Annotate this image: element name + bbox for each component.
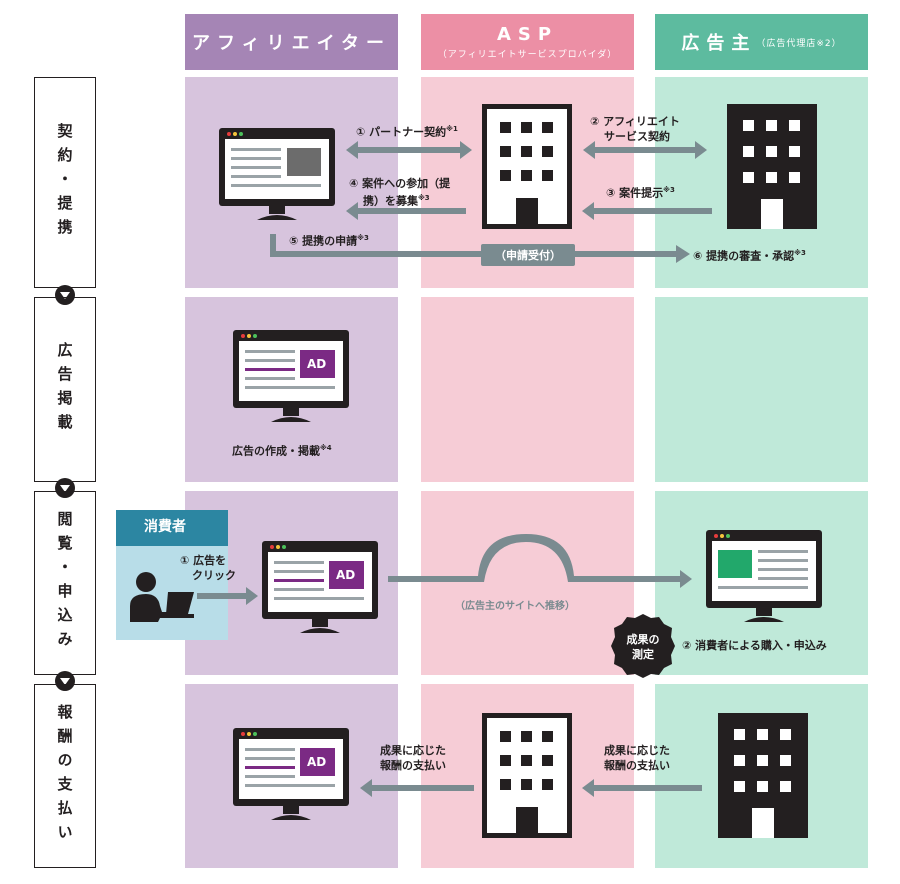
step1-partner-contract: ① パートナー契約※1 [356,125,458,139]
step5-apply: ⑤ 提携の申請※3 [289,234,369,248]
step4-recruit: ④ 案件への参加（提 携）を募集※3 [349,177,451,208]
advertiser-site-monitor-icon [706,530,822,622]
monitor-ad-label: AD [307,755,327,769]
stage-label: 閲覧・申込み [55,511,74,655]
payment-label-asp: 成果に応じた 報酬の支払い [604,744,670,772]
asp-building-icon [482,104,572,229]
arrows-stage4 [360,779,702,797]
advertiser-building-icon [727,104,817,229]
step2-asp-contract: ② アフィリエイト サービス契約 [590,115,680,143]
ad-creation-caption: 広告の作成・掲載※4 [232,444,332,458]
advertiser-building-icon [718,713,808,838]
arrows-stage3 [197,534,692,605]
transition-label: （広告主のサイトへ推移） [455,601,575,612]
ad-monitor-icon [233,330,349,422]
ad-monitor-icon [233,728,349,820]
step3-offer: ③ 案件提示※3 [606,186,675,200]
monitor-ad-label: AD [336,568,356,582]
purchase-label: ② 消費者による購入・申込み [682,639,827,652]
stage-label: 契約・提携 [55,122,74,243]
stage-arrow-icon [55,671,75,691]
column-title: アフィリエイター [192,33,391,54]
column-subtitle: （アフィリエイトサービスプロバイダ） [437,50,618,60]
column-header-asp: ASP （アフィリエイトサービスプロバイダ） [421,14,634,70]
stage-arrow-icon [55,478,75,498]
application-received-badge: （申請受付） [481,244,575,266]
cell-advertiser-stage2 [655,297,868,482]
stage-payment: 報酬の支払い [34,684,96,868]
stage-label: 広告掲載 [55,341,74,438]
cell-asp-stage2 [421,297,634,482]
cell-asp-stage3 [421,491,634,675]
column-subtitle: （広告代理店※2） [756,38,842,49]
stage-label: 報酬の支払い [55,704,74,848]
monitor-ad-label: AD [307,357,327,371]
arrows-stage1 [270,141,712,263]
measurement-label: 成果の 測定 [626,633,660,661]
stage-arrow-icon [55,285,75,305]
column-title: 広告主 [681,33,757,54]
ad-monitor-icon [262,541,378,633]
column-header-affiliate: アフィリエイター [185,14,398,70]
monitor-icon [219,128,335,220]
consumer-title: 消費者 [144,519,186,535]
consumer-box [116,510,228,640]
asp-building-icon [482,713,572,838]
payment-label-affiliate: 成果に応じた 報酬の支払い [380,744,446,772]
measurement-badge-icon [611,614,675,678]
step6-approve: ⑥ 提携の審査・承認※3 [693,249,806,263]
click-ad-label: ① 広告を クリック [180,554,236,582]
column-header-advertiser: 広告主 （広告代理店※2） [655,14,868,70]
column-title: ASP [496,24,559,45]
